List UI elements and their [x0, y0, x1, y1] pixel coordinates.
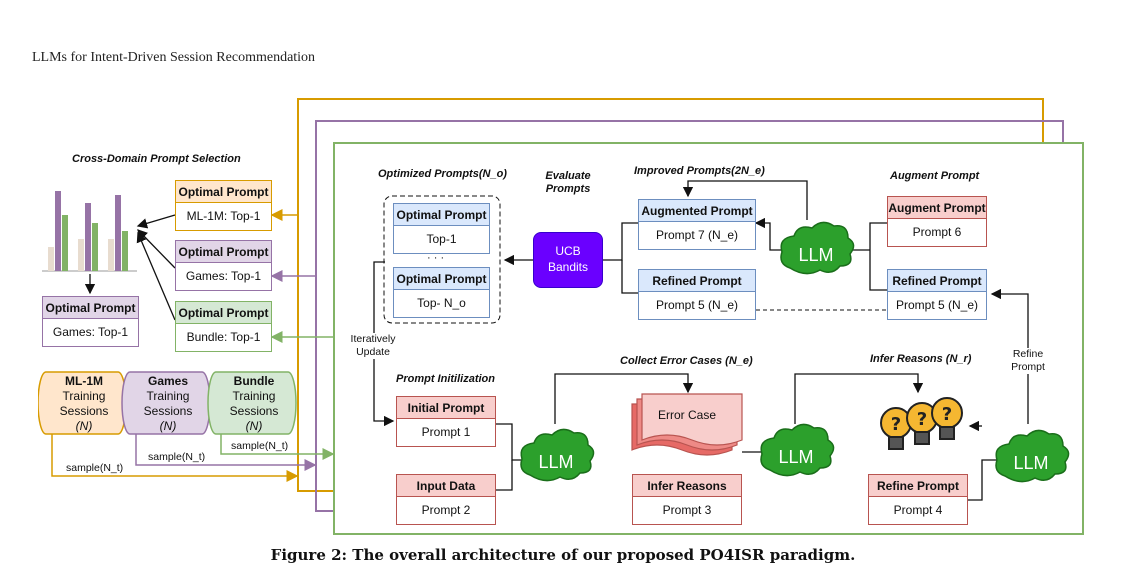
optimal-prompt-bundle-body: Bundle: Top-1 — [186, 330, 261, 344]
session-games-line3: (N) — [159, 419, 177, 433]
optimal-prompt-topno-header: Optimal Prompt — [394, 268, 489, 290]
improved-prompts-label: Improved Prompts(2N_e) — [634, 165, 765, 177]
input-data-box: Input Data Prompt 2 — [396, 474, 496, 525]
session-games-line1: Training — [146, 389, 190, 403]
lightbulbs-icon: ??? — [880, 397, 963, 450]
chart-bar — [62, 215, 68, 271]
svg-text:?: ? — [891, 414, 901, 435]
augmented-prompt-header: Augmented Prompt — [639, 200, 755, 222]
chart-bar — [78, 239, 84, 271]
selected-optimal-prompt: Optimal Prompt Games: Top-1 — [42, 296, 139, 347]
infer-reasons-box: Infer Reasons Prompt 3 — [632, 474, 742, 525]
figure-caption: Figure 2: The overall architecture of ou… — [270, 546, 856, 564]
sample-label-games: sample(N_t) — [148, 451, 206, 463]
session-ml1m-line2: Sessions — [59, 404, 109, 418]
optimal-prompt-games-header: Optimal Prompt — [176, 241, 271, 263]
session-bundle-line1: Training — [232, 389, 276, 403]
refined-prompt-header: Refined Prompt — [639, 270, 755, 292]
sample-label-ml1m: sample(N_t) — [66, 462, 124, 474]
session-ml1m: ML-1M Training Sessions (N) — [48, 374, 120, 434]
input-data-body: Prompt 2 — [421, 503, 471, 517]
cross-domain-title: Cross-Domain Prompt Selection — [72, 153, 241, 165]
llm-label-init: LLM — [538, 452, 574, 472]
chart-bar — [85, 203, 91, 271]
augment-prompt-label: Augment Prompt — [890, 170, 980, 182]
chart-bar — [55, 191, 61, 271]
refined-prompt-box: Refined Prompt Prompt 5 (N_e) — [638, 269, 756, 320]
refined-prompt-body: Prompt 5 (N_e) — [655, 298, 739, 312]
optimized-prompts-label: Optimized Prompts(N_o) — [378, 168, 507, 180]
optimal-prompt-topno: Optimal Prompt Top- N_o — [393, 267, 490, 318]
chart-bar — [92, 223, 98, 271]
optimal-prompt-topno-body: Top- N_o — [417, 296, 466, 310]
session-bundle-line3: (N) — [245, 419, 263, 433]
optimal-prompt-top1-header: Optimal Prompt — [394, 204, 489, 226]
selected-optimal-prompt-body: Games: Top-1 — [52, 325, 129, 339]
augmented-prompt-body: Prompt 7 (N_e) — [655, 228, 739, 242]
augment-prompt-body: Prompt 6 — [912, 225, 962, 239]
optimal-prompt-top1-body: Top-1 — [426, 232, 457, 246]
refined-prompt-right-header: Refined Prompt — [888, 270, 986, 292]
session-bundle-name: Bundle — [233, 374, 275, 388]
optimal-prompt-ml1m-body: ML-1M: Top-1 — [186, 209, 261, 223]
refine-prompt-box: Refine Prompt Prompt 4 — [868, 474, 968, 525]
chart-bar — [115, 195, 121, 271]
optimal-prompt-top1: Optimal Prompt Top-1 — [393, 203, 490, 254]
iteratively-update-label: Iteratively Update — [343, 333, 403, 359]
augment-prompt-header: Augment Prompt — [888, 197, 986, 219]
chart-bar — [48, 247, 54, 271]
ellipsis: · · · — [427, 252, 445, 264]
initial-prompt-body: Prompt 1 — [421, 425, 471, 439]
session-ml1m-name: ML-1M — [65, 374, 103, 388]
infer-reasons-body: Prompt 3 — [662, 503, 712, 517]
infer-reasons-header: Infer Reasons — [633, 475, 741, 497]
bar-chart — [42, 191, 137, 272]
error-case-stack — [631, 393, 743, 456]
optimal-prompt-games-body: Games: Top-1 — [185, 269, 262, 283]
running-head: LLMs for Intent-Driven Session Recommend… — [32, 50, 316, 65]
session-games-name: Games — [147, 374, 189, 388]
session-ml1m-line3: (N) — [75, 419, 93, 433]
infer-reasons-label: Infer Reasons (N_r) — [870, 353, 972, 365]
optimal-prompt-ml1m: Optimal Prompt ML-1M: Top-1 — [175, 180, 272, 231]
selected-optimal-prompt-header: Optimal Prompt — [43, 297, 138, 319]
input-data-header: Input Data — [397, 475, 495, 497]
llm-label-infer: LLM — [778, 447, 814, 467]
session-games-line2: Sessions — [143, 404, 193, 418]
collect-error-label: Collect Error Cases (N_e) — [620, 355, 753, 367]
optimal-prompt-ml1m-header: Optimal Prompt — [176, 181, 271, 203]
refined-prompt-right-body: Prompt 5 (N_e) — [895, 298, 979, 312]
svg-text:?: ? — [917, 409, 927, 430]
session-games: Games Training Sessions (N) — [132, 374, 204, 434]
session-bundle-line2: Sessions — [229, 404, 279, 418]
chart-bar — [122, 231, 128, 271]
ucb-bandits: UCB Bandits — [533, 232, 603, 288]
prompt-init-label: Prompt Initilization — [396, 373, 495, 385]
llm-label-augment: LLM — [798, 245, 834, 265]
error-case-label: Error Case — [658, 408, 717, 422]
chart-bar — [108, 239, 114, 271]
session-ml1m-line1: Training — [62, 389, 106, 403]
initial-prompt-box: Initial Prompt Prompt 1 — [396, 396, 496, 447]
optimal-prompt-bundle-header: Optimal Prompt — [176, 302, 271, 324]
session-scrolls — [38, 371, 297, 435]
refine-prompt-edge-label: Refine Prompt — [1006, 348, 1050, 374]
refine-prompt-body: Prompt 4 — [893, 503, 943, 517]
refine-prompt-header: Refine Prompt — [869, 475, 967, 497]
optimal-prompt-bundle: Optimal Prompt Bundle: Top-1 — [175, 301, 272, 352]
evaluate-prompts-label: Evaluate Prompts — [545, 170, 591, 195]
refined-prompt-right-box: Refined Prompt Prompt 5 (N_e) — [887, 269, 987, 320]
augmented-prompt-box: Augmented Prompt Prompt 7 (N_e) — [638, 199, 756, 250]
svg-text:?: ? — [942, 404, 952, 425]
sample-label-bundle: sample(N_t) — [231, 440, 289, 452]
augment-prompt-box: Augment Prompt Prompt 6 — [887, 196, 987, 247]
llm-label-refine: LLM — [1013, 453, 1049, 473]
initial-prompt-header: Initial Prompt — [397, 397, 495, 419]
session-bundle: Bundle Training Sessions (N) — [218, 374, 290, 434]
optimal-prompt-games: Optimal Prompt Games: Top-1 — [175, 240, 272, 291]
